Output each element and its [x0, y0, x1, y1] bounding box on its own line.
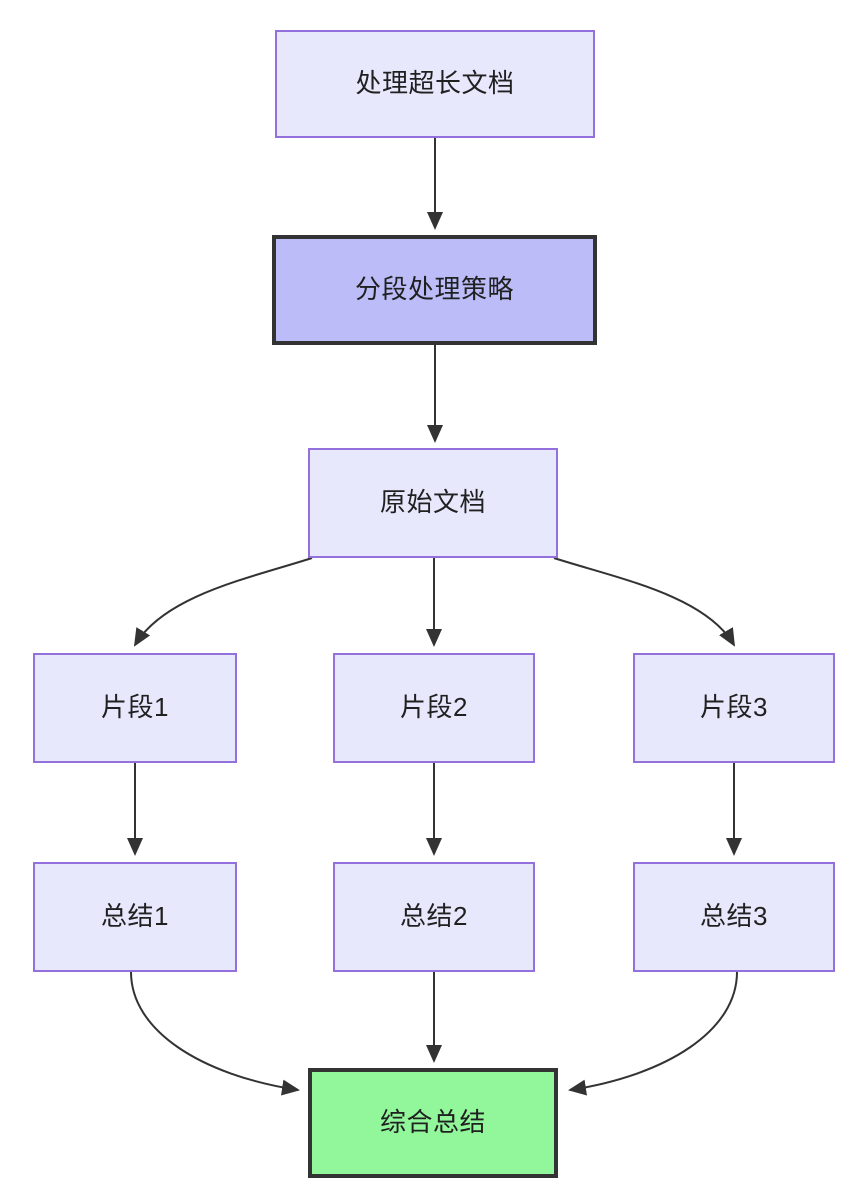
node-process-long-document[interactable]: 处理超长文档 [275, 30, 595, 138]
node-comprehensive-summary[interactable]: 综合总结 [308, 1068, 558, 1178]
node-label: 总结2 [400, 901, 468, 932]
node-fragment-3[interactable]: 片段3 [633, 653, 835, 763]
node-label: 原始文档 [379, 487, 486, 518]
node-label: 分段处理策略 [354, 274, 514, 305]
node-label: 处理超长文档 [355, 68, 515, 99]
edge-n9-n10 [568, 971, 738, 1096]
node-chunking-strategy[interactable]: 分段处理策略 [272, 235, 597, 345]
edge-n3-n4 [133, 557, 313, 647]
node-label: 片段3 [700, 692, 768, 723]
node-label: 片段1 [101, 692, 169, 723]
node-label: 总结3 [700, 901, 768, 932]
node-label: 片段2 [400, 692, 468, 723]
node-label: 综合总结 [379, 1107, 486, 1138]
node-summary-1[interactable]: 总结1 [33, 862, 237, 972]
node-original-document[interactable]: 原始文档 [308, 448, 558, 558]
node-fragment-2[interactable]: 片段2 [333, 653, 535, 763]
node-summary-3[interactable]: 总结3 [633, 862, 835, 972]
node-label: 总结1 [101, 901, 169, 932]
node-summary-2[interactable]: 总结2 [333, 862, 535, 972]
node-fragment-1[interactable]: 片段1 [33, 653, 237, 763]
edge-n3-n6 [553, 557, 736, 647]
edge-n7-n10 [130, 971, 300, 1096]
